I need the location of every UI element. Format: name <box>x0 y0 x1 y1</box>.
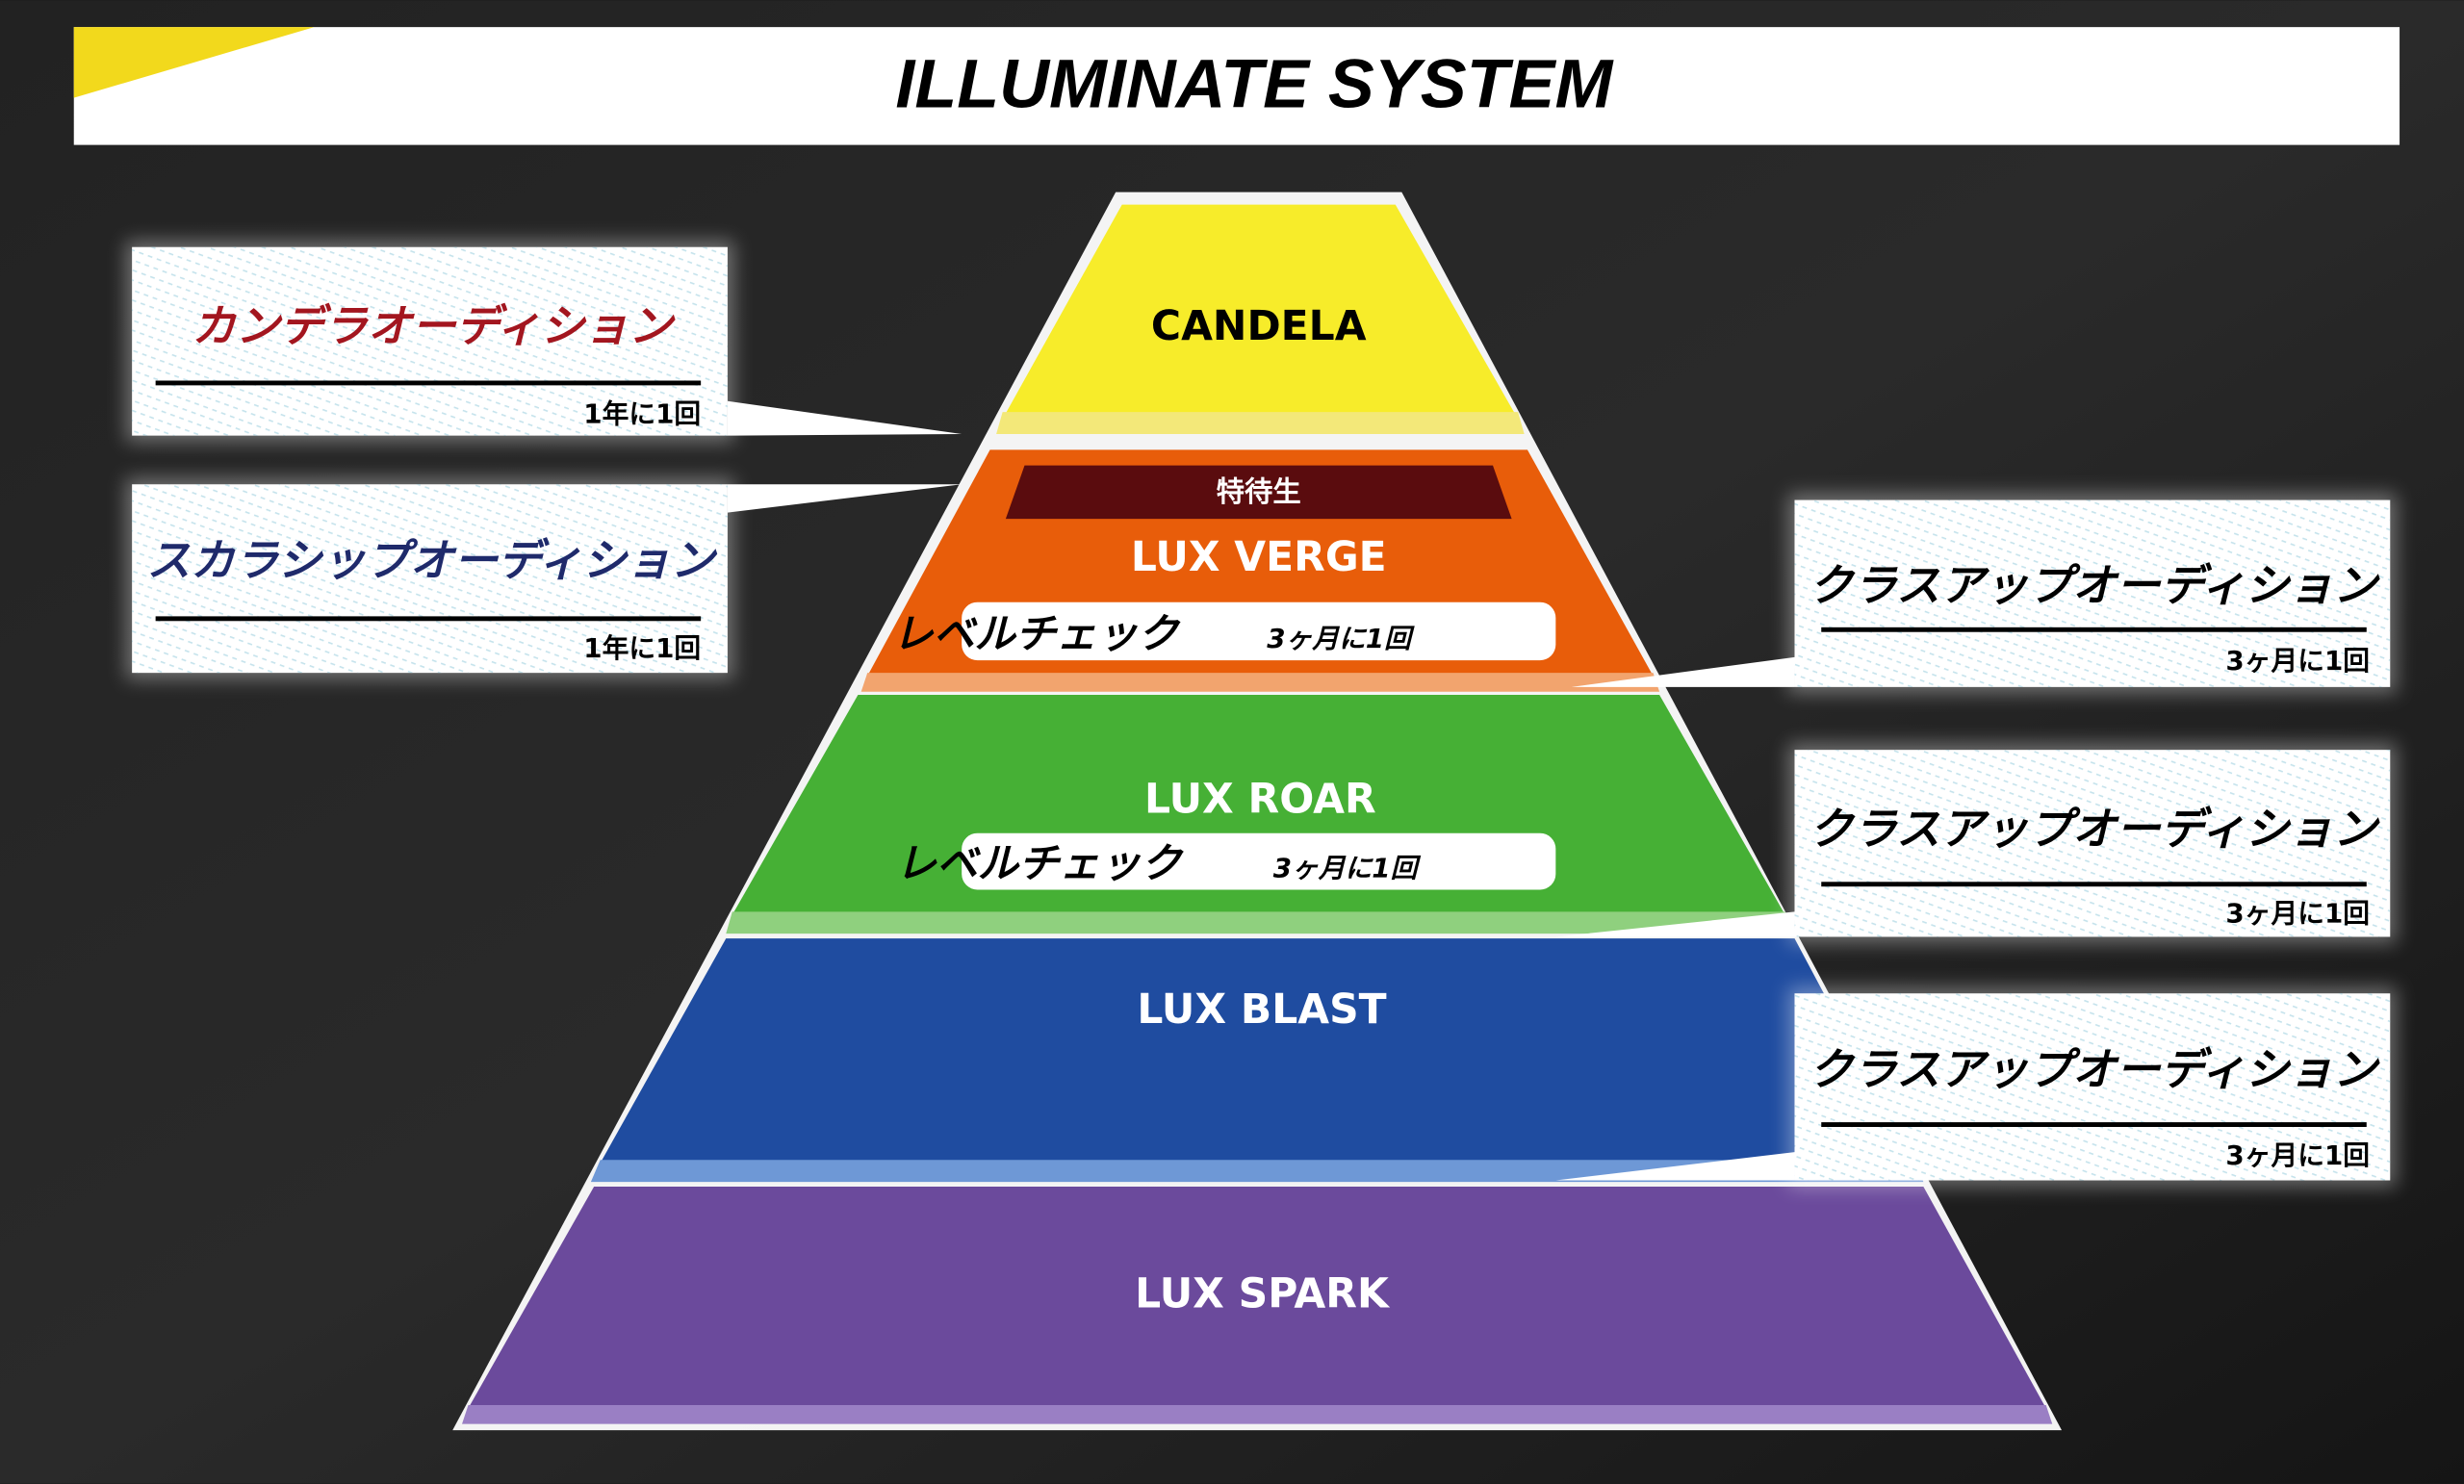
callout-classup-audition-1: クラスアップオーディション 3ヶ月に1回 <box>1571 494 2397 694</box>
callout-frequency: 3ヶ月に1回 <box>2225 898 2370 930</box>
level-check-label: レベルチェック <box>892 611 1181 658</box>
level-check-label: レベルチェック <box>896 840 1185 887</box>
callout-scholarship-audition: スカラシップオーディション 1年に1回 <box>125 477 962 679</box>
tier-label: LUX VERGE <box>1131 534 1387 581</box>
special-student-band <box>1005 465 1512 520</box>
level-check-pill <box>962 601 1556 661</box>
callout-frequency: 1年に1回 <box>583 632 701 664</box>
tier-label: LUX ROAR <box>1144 776 1376 823</box>
page-title: ILLUMINATE SYSTEM <box>895 45 1614 122</box>
tier-label: CANDELA <box>1151 303 1367 350</box>
tier-label: LUX SPARK <box>1135 1271 1391 1318</box>
callout-title: クラスアップオーディション <box>1810 560 2380 611</box>
tier-lux-spark: LUX SPARK <box>462 1187 2053 1424</box>
callout-frequency: 1年に1回 <box>583 398 701 430</box>
callout-frequency: 3ヶ月に1回 <box>2225 645 2370 677</box>
title-banner: ILLUMINATE SYSTEM <box>73 27 2400 145</box>
callout-candela-audition: カンデラオーディション 1年に1回 <box>125 241 962 443</box>
level-check-frequency: 3ヶ月に1回 <box>1267 623 1415 654</box>
level-check-pill <box>962 832 1556 890</box>
tier-label: LUX BLAST <box>1137 986 1386 1034</box>
special-student-label: 特待生 <box>1217 475 1301 508</box>
callout-title: クラスアップオーディション <box>1810 804 2380 855</box>
level-check-frequency: 3ヶ月に1回 <box>1273 852 1422 883</box>
callout-classup-audition-2: クラスアップオーディション 3ヶ月に1回 <box>1555 743 2397 943</box>
tier-lux-roar: LUX ROAR レベルチェック 3ヶ月に1回 <box>726 695 1795 934</box>
callout-frequency: 3ヶ月に1回 <box>2225 1139 2370 1171</box>
tier-lux-verge: 特待生 LUX VERGE レベルチェック 3ヶ月に1回 <box>860 449 1660 692</box>
callout-title: クラスアップオーディション <box>1810 1044 2380 1095</box>
tier-candela: CANDELA <box>996 204 1525 434</box>
callout-title: カンデラオーディション <box>192 301 676 352</box>
callout-classup-audition-3: クラスアップオーディション 3ヶ月に1回 <box>1555 986 2397 1188</box>
callout-title: スカラシップオーディション <box>146 535 717 586</box>
tier-lux-blast: LUX BLAST <box>590 938 1924 1183</box>
